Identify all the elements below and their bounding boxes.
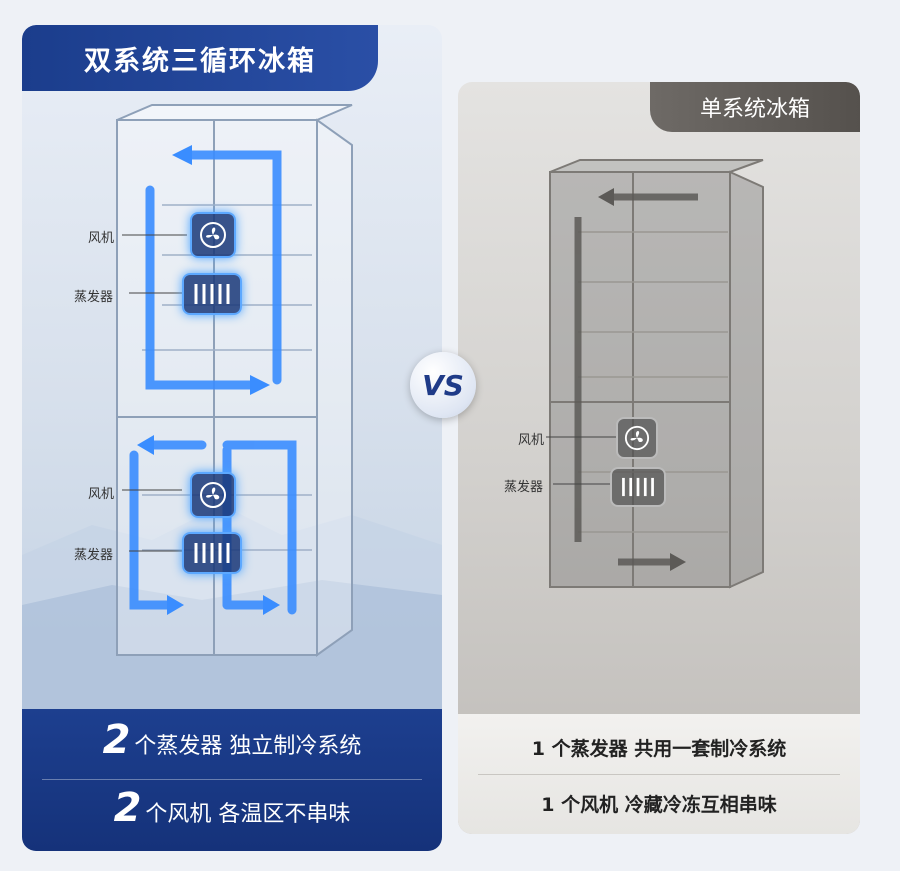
feature-number: 2 <box>102 717 131 763</box>
evaporator-icon <box>182 532 242 574</box>
vs-badge: VS <box>410 352 476 418</box>
right-title: 单系统冰箱 <box>650 82 860 132</box>
divider <box>42 779 422 780</box>
divider <box>478 774 840 775</box>
fan-icon <box>190 212 236 258</box>
fan-label: 风机 <box>518 433 545 448</box>
feature-text: 个蒸发器 独立制冷系统 <box>134 734 362 759</box>
feature-text: 1 个蒸发器 共用一套制冷系统 <box>531 738 787 760</box>
dual-system-features: 2 个蒸发器 独立制冷系统 2 个风机 各温区不串味 <box>22 709 442 851</box>
feature-line: 2 个风机 各温区不串味 <box>22 785 442 831</box>
dual-system-fridge-illustration <box>22 104 442 725</box>
evaporator-label-lower: 蒸发器 <box>74 548 114 563</box>
feature-text: 1 个风机 冷藏冷冻互相串味 <box>541 794 777 816</box>
single-system-features: 1 个蒸发器 共用一套制冷系统 1 个风机 冷藏冷冻互相串味 <box>458 714 860 834</box>
fan-icon <box>616 417 658 459</box>
single-system-fridge-illustration <box>546 159 764 589</box>
feature-text: 个风机 各温区不串味 <box>145 802 351 827</box>
evaporator-icon <box>610 467 666 507</box>
fan-label-upper: 风机 <box>88 231 115 246</box>
evaporator-label-upper: 蒸发器 <box>74 290 114 305</box>
evaporator-icon <box>182 273 242 315</box>
left-title: 双系统三循环冰箱 <box>22 25 378 91</box>
single-system-panel: 单系统冰箱 风机 蒸发器 1 个 <box>458 82 860 834</box>
fan-icon <box>190 472 236 518</box>
evaporator-label: 蒸发器 <box>504 480 544 495</box>
fan-label-lower: 风机 <box>88 487 115 502</box>
feature-number: 2 <box>113 785 142 831</box>
feature-line: 2 个蒸发器 独立制冷系统 <box>22 717 442 763</box>
dual-system-panel: 双系统三循环冰箱 风机 蒸发器 风机 蒸发器 2 个蒸发器 独立制冷系统 2 个… <box>22 25 442 851</box>
